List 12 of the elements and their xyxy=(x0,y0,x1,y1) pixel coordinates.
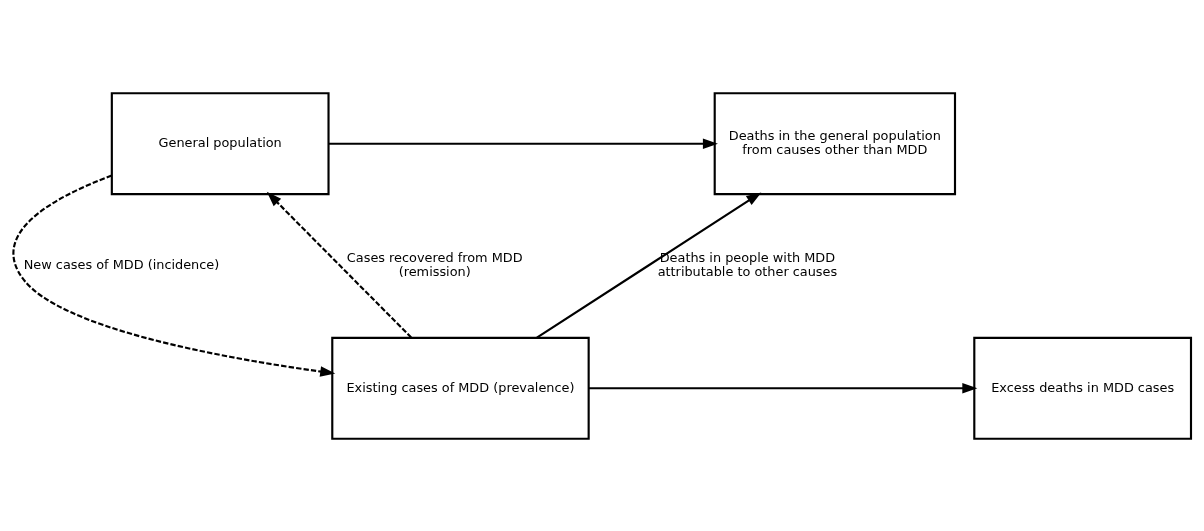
arrow xyxy=(536,191,762,339)
node-box: Deaths in the general population from causes other than MDD xyxy=(713,91,957,195)
edge-label: New cases of MDD (incidence) xyxy=(23,256,220,272)
edge-label: Deaths in people with MDD attributable to other causes xyxy=(657,249,838,279)
node-box: Excess deaths in MDD cases xyxy=(973,336,1193,440)
node-box: Existing cases of MDD (prevalence) xyxy=(331,336,590,440)
arrow xyxy=(12,174,336,377)
edge-label: Cases recovered from MDD (remission) xyxy=(346,249,523,279)
node-box: General population xyxy=(110,91,330,195)
arrow xyxy=(328,137,718,149)
arrow xyxy=(266,191,412,338)
arrow xyxy=(588,382,978,394)
